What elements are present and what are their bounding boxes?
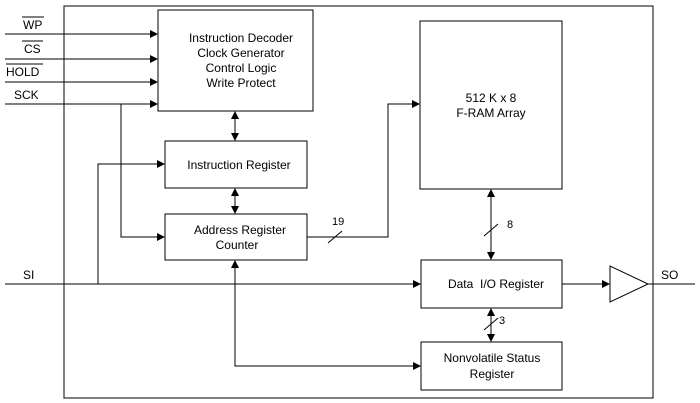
output-buffer-icon [609,265,650,303]
address-status-link [231,260,421,370]
status-bus: 3 [483,308,505,342]
chip-outline [63,5,654,399]
data-bus: 8 [483,189,513,260]
data-bus-width: 8 [507,219,513,231]
sck-to-address-wire [120,104,165,241]
data-bus-slash [483,223,499,237]
data-io-register-block: Data I/O Register [420,259,563,309]
pin-cs-label: CS [24,42,41,56]
pin-wp: WP [5,16,158,38]
pin-sck: SCK [5,88,158,108]
decoder-block: Instruction Decoder Clock Generator Cont… [157,9,314,112]
status-register-line-1: Nonvolatile Status [444,351,541,365]
si-to-data-io-arrow [413,280,421,288]
address-bus-width: 19 [332,216,344,228]
pin-wp-label: WP [23,18,42,32]
pin-wp-arrow [150,30,158,38]
fram-array-block: 512 K x 8 F-RAM Array [419,20,563,190]
address-bus-slash [327,230,343,244]
output-path: SO [562,268,695,288]
status-bus-slash [483,317,499,331]
instruction-register-block: Instruction Register [164,140,308,189]
pin-so-label: SO [661,268,678,282]
pin-si-label: SI [23,268,34,282]
data-io-register-label: Data I/O Register [448,277,544,291]
fram-array-line-2: F-RAM Array [456,106,525,120]
pin-sck-label: SCK [14,88,39,102]
address-bus: 19 [307,100,420,244]
instruction-register-label: Instruction Register [187,158,290,172]
decoder-instruction-link [231,111,239,141]
status-register-line-2: Register [470,367,515,381]
si-to-instruction-wire [97,160,165,284]
instruction-address-link [231,188,239,214]
address-register-line-1: Address Register [194,223,286,237]
pin-cs: CS [5,40,158,63]
address-register-line-2: Counter [216,238,259,252]
pin-hold: HOLD [5,63,158,86]
pin-si: SI [5,268,421,288]
address-register-block: Address Register Counter [164,213,308,261]
pin-sck-arrow [150,100,158,108]
decoder-line-1: Instruction Decoder [189,31,293,45]
status-bus-width: 3 [499,315,505,327]
status-register-block: Nonvolatile Status Register [420,341,563,391]
fram-array-line-1: 512 K x 8 [466,91,517,105]
decoder-line-2: Clock Generator [197,46,284,60]
pin-cs-arrow [150,55,158,63]
decoder-line-4: Write Protect [206,76,276,90]
pin-hold-arrow [150,78,158,86]
decoder-line-3: Control Logic [206,61,277,75]
pin-hold-label: HOLD [6,65,40,79]
